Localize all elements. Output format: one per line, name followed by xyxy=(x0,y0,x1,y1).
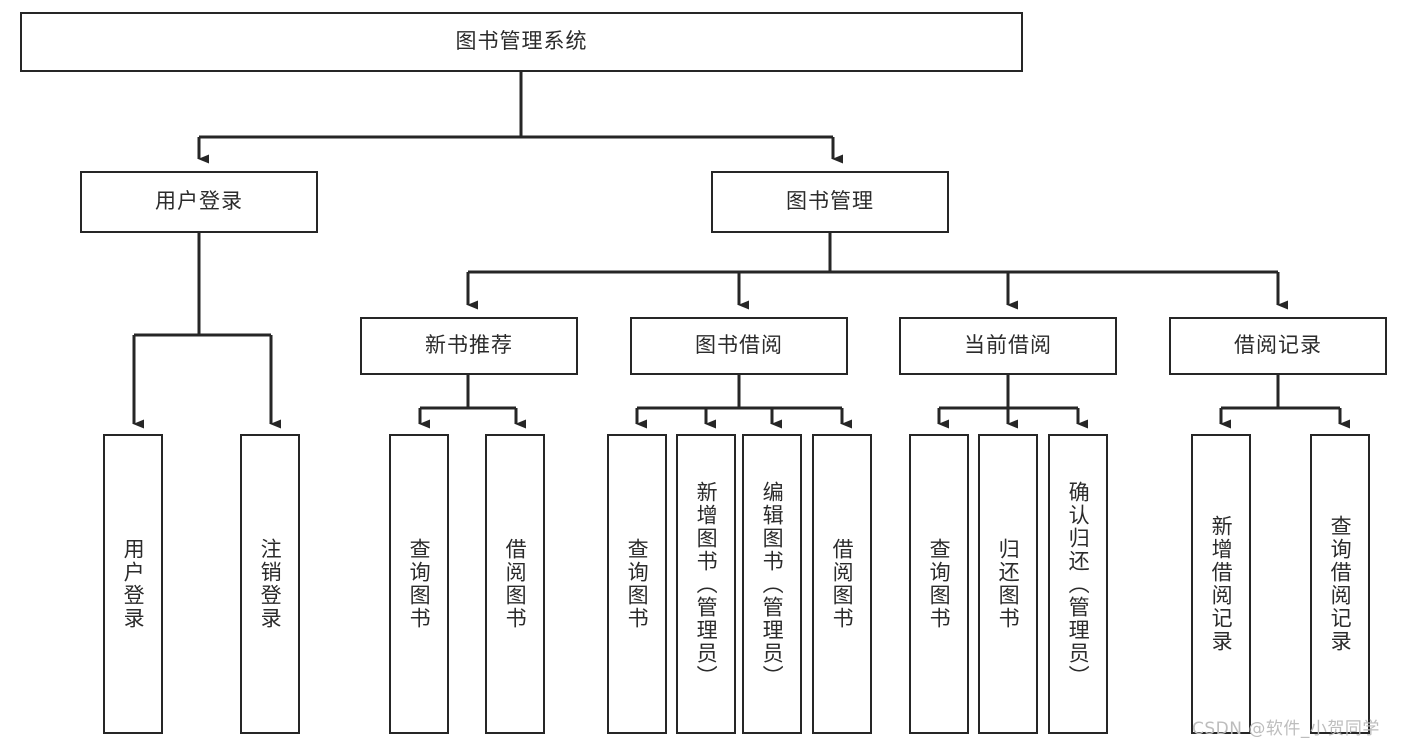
node-book-borrow-label: 图书借阅 xyxy=(695,333,783,358)
leaf-confirm-return[interactable]: 确认归还（管理员） xyxy=(1048,434,1108,734)
leaf-return-book-label: 归还图书 xyxy=(996,538,1021,630)
leaf-confirm-return-label: 确认归还（管理员） xyxy=(1066,480,1091,688)
leaf-query-book-1-label: 查询图书 xyxy=(407,538,432,630)
node-root[interactable]: 图书管理系统 xyxy=(20,12,1023,72)
leaf-user-login[interactable]: 用户登录 xyxy=(103,434,163,734)
leaf-user-login-label: 用户登录 xyxy=(121,538,146,630)
leaf-borrow-book-2-label: 借阅图书 xyxy=(830,538,855,630)
node-current-borrow-label: 当前借阅 xyxy=(964,333,1052,358)
leaf-query-record[interactable]: 查询借阅记录 xyxy=(1310,434,1370,734)
leaf-borrow-book-2[interactable]: 借阅图书 xyxy=(812,434,872,734)
leaf-user-logout[interactable]: 注销登录 xyxy=(240,434,300,734)
node-new-book-recommend[interactable]: 新书推荐 xyxy=(360,317,578,375)
node-current-borrow[interactable]: 当前借阅 xyxy=(899,317,1117,375)
leaf-borrow-book-1-label: 借阅图书 xyxy=(503,538,528,630)
node-user-login-label: 用户登录 xyxy=(155,189,243,214)
node-borrow-record-label: 借阅记录 xyxy=(1234,333,1322,358)
leaf-query-record-label: 查询借阅记录 xyxy=(1328,515,1353,653)
leaf-query-book-1[interactable]: 查询图书 xyxy=(389,434,449,734)
leaf-query-book-3[interactable]: 查询图书 xyxy=(909,434,969,734)
leaf-add-book[interactable]: 新增图书（管理员） xyxy=(676,434,736,734)
leaf-user-logout-label: 注销登录 xyxy=(258,538,283,630)
leaf-add-book-label: 新增图书（管理员） xyxy=(694,480,719,688)
node-root-label: 图书管理系统 xyxy=(455,29,588,54)
node-book-management[interactable]: 图书管理 xyxy=(711,171,949,233)
leaf-query-book-2[interactable]: 查询图书 xyxy=(607,434,667,734)
node-book-borrow[interactable]: 图书借阅 xyxy=(630,317,848,375)
leaf-edit-book-label: 编辑图书（管理员） xyxy=(760,480,785,688)
node-user-login[interactable]: 用户登录 xyxy=(80,171,318,233)
leaf-borrow-book-1[interactable]: 借阅图书 xyxy=(485,434,545,734)
node-book-management-label: 图书管理 xyxy=(786,189,874,214)
node-new-book-recommend-label: 新书推荐 xyxy=(425,333,513,358)
leaf-add-record[interactable]: 新增借阅记录 xyxy=(1191,434,1251,734)
leaf-query-book-2-label: 查询图书 xyxy=(625,538,650,630)
leaf-query-book-3-label: 查询图书 xyxy=(927,538,952,630)
node-borrow-record[interactable]: 借阅记录 xyxy=(1169,317,1387,375)
leaf-edit-book[interactable]: 编辑图书（管理员） xyxy=(742,434,802,734)
leaf-return-book[interactable]: 归还图书 xyxy=(978,434,1038,734)
leaf-add-record-label: 新增借阅记录 xyxy=(1209,515,1234,653)
